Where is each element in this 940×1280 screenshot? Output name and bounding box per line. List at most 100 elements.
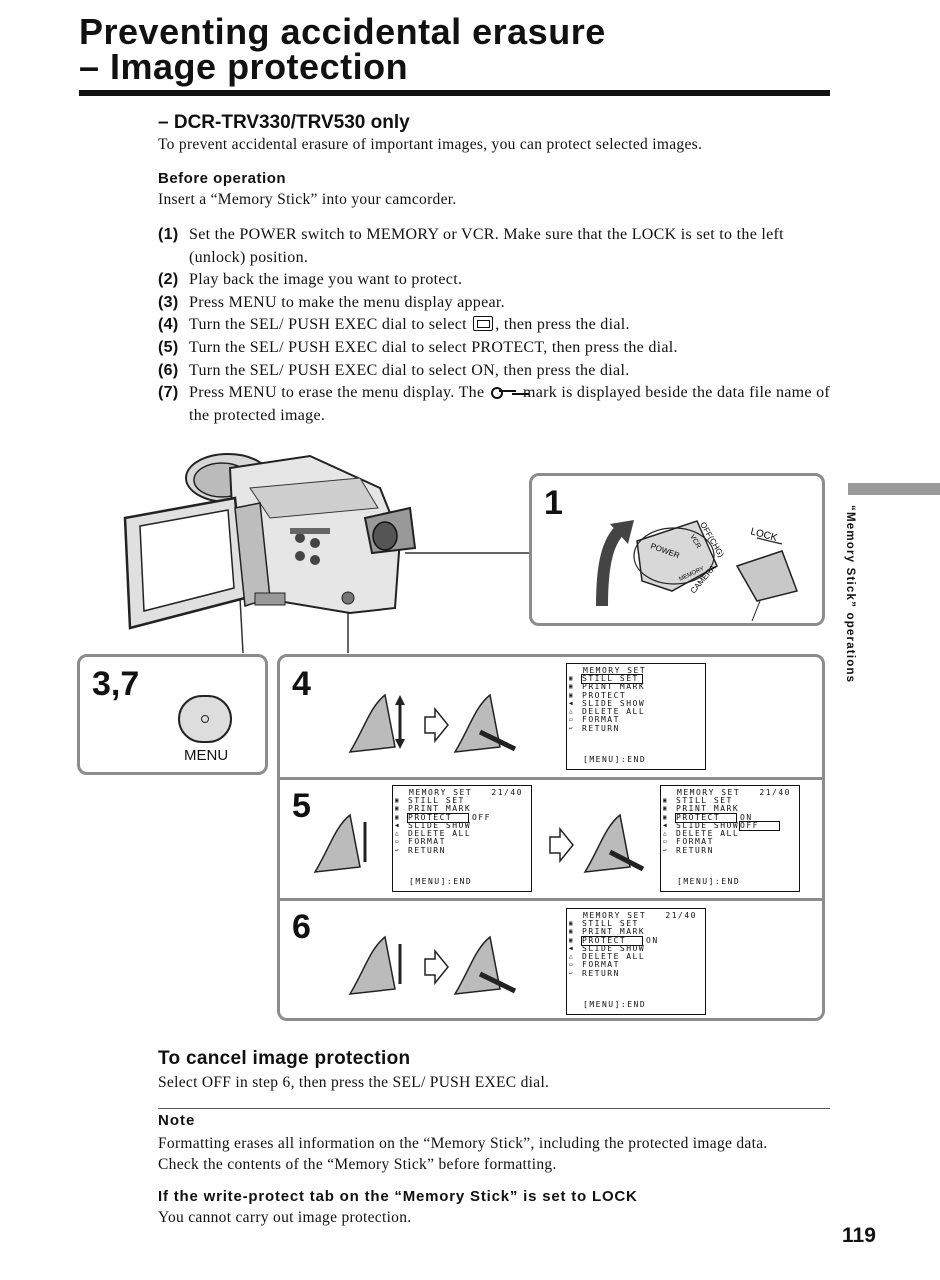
format-icon: ▭ [569, 716, 573, 724]
menu-row: ▣ STILL SET [569, 673, 643, 685]
menu-row: ↩ RETURN [569, 723, 642, 733]
menu-item: PRINT MARK [582, 927, 646, 937]
step-item: (7) Press MENU to erase the menu display… [158, 382, 838, 427]
menu-item: STILL SET [581, 673, 643, 685]
step-item: (4) Turn the SEL/ PUSH EXEC dial to sele… [158, 314, 838, 337]
menu-row: ▣ PRINT MARK [569, 927, 659, 937]
step-number: (2) [158, 271, 179, 289]
print-icon: ▣ [663, 805, 667, 813]
menu-row: ▭FORMAT [663, 838, 779, 847]
protect-key-icon [490, 386, 517, 400]
menu-screen-step-4: MEMORY SET ▣STILL SET ▣PRINT MARK ▣PROTE… [566, 663, 706, 770]
step-text: Press MENU to make the menu display appe… [189, 293, 505, 311]
title-line-2: – Image protection [79, 46, 409, 87]
protect-icon: ▣ [663, 813, 667, 821]
memory-icon: ◀ [569, 699, 573, 707]
still-icon: ▣ [395, 797, 399, 804]
step-6-label: 6 [292, 908, 311, 946]
print-icon: ▣ [569, 683, 573, 691]
lock-label: LOCK [749, 526, 778, 544]
step-4-label: 4 [292, 665, 311, 703]
menu-end: [MENU]:END [583, 754, 647, 764]
step-item: (3) Press MENU to make the menu display … [158, 292, 838, 315]
step-item: (5) Turn the SEL/ PUSH EXEC dial to sele… [158, 337, 838, 360]
menu-end: [MENU]:END [583, 999, 647, 1009]
write-protect-heading: If the write-protect tab on the “Memory … [158, 1188, 638, 1205]
return-icon: ↩ [395, 846, 399, 854]
menu-title: MEMORY SET [583, 666, 647, 675]
menu-item: SLIDE SHOW [582, 698, 646, 708]
step-text-post: , then press the dial. [495, 316, 630, 334]
model-subtitle: – DCR-TRV330/TRV530 only [158, 112, 410, 133]
delete-icon: △ [663, 830, 667, 838]
menu-row: △DELETE ALL [569, 707, 646, 717]
memory-menu-icon [473, 316, 494, 332]
return-icon: ↩ [663, 846, 667, 854]
step-number: (7) [158, 384, 179, 402]
steps-4-6-panel: 4 5 6 MEMORY SET ▣STILL SET ▣PRINT MARK … [277, 654, 825, 1021]
step-text-pre: Turn the SEL/ PUSH EXEC dial to select [189, 316, 467, 334]
dial-turn-press-icon [348, 693, 517, 753]
protect-icon: ▣ [395, 813, 399, 821]
menu-row: ▭ FORMAT [569, 715, 642, 725]
page-title: Preventing accidental erasure – Image pr… [79, 14, 606, 87]
note-heading: Note [158, 1112, 196, 1129]
menu-row: ▭FORMAT [569, 961, 659, 970]
step-item: (6) Turn the SEL/ PUSH EXEC dial to sele… [158, 360, 838, 383]
menu-item: DELETE ALL [582, 707, 646, 717]
dial-turn-icon [313, 813, 367, 873]
menu-count: 21/40 [491, 788, 523, 797]
menu-item: DELETE ALL [582, 952, 646, 962]
menu-row: ◀ SLIDE SHOW [395, 820, 491, 830]
page-number: 119 [842, 1224, 876, 1247]
menu-row: ▣ STILL SET [569, 919, 659, 928]
protect-icon: ▣ [569, 936, 573, 944]
menu-item: PROTECT [581, 935, 643, 946]
menu-item: STILL SET [408, 796, 465, 805]
menu-item: FORMAT [408, 837, 446, 847]
return-icon: ↩ [569, 969, 573, 977]
menu-value: OFF [739, 820, 780, 832]
menu-item: SLIDE SHOW [676, 820, 740, 830]
note-text: Formatting erases all information on the… [158, 1135, 768, 1173]
menu-screen-step-5b: MEMORY SET 21/40 ▣STILL SET ▣PRINT MARK … [660, 785, 800, 892]
cancel-text: Select OFF in step 6, then press the SEL… [158, 1074, 550, 1091]
step-3-7-panel: 3,7 MENU [77, 654, 268, 775]
menu-item: PROTECT [582, 690, 627, 700]
still-icon: ▣ [569, 920, 573, 927]
print-icon: ▣ [569, 928, 573, 936]
step-1-label: 1 [544, 484, 563, 522]
menu-item: SLIDE SHOW [582, 943, 646, 953]
step-item: (1) Set the POWER switch to MEMORY or VC… [158, 224, 838, 269]
menu-screen-step-5a: MEMORY SET 21/40 ▣STILL SET ▣PRINT MARK … [392, 785, 532, 892]
memory-icon: ◀ [395, 821, 399, 829]
still-icon: ▣ [569, 675, 573, 682]
step-text: Set the POWER switch to MEMORY or VCR. M… [189, 226, 784, 266]
panel-divider [280, 777, 822, 780]
menu-row: ↩RETURN [395, 846, 491, 855]
cancel-heading: To cancel image protection [158, 1048, 411, 1069]
step-number: (3) [158, 293, 179, 311]
menu-item: FORMAT [582, 715, 620, 725]
note-divider [158, 1108, 830, 1109]
format-icon: ▭ [569, 961, 573, 969]
step-text-post: mark is displayed beside the data file n… [189, 384, 831, 424]
menu-title: MEMORY SET [409, 788, 473, 797]
protect-icon: ▣ [569, 691, 573, 699]
step-list: (1) Set the POWER switch to MEMORY or VC… [158, 224, 838, 427]
memory-icon: ◀ [569, 944, 573, 952]
menu-item: DELETE ALL [408, 829, 472, 839]
menu-row: ▣STILL SET [663, 796, 779, 805]
menu-item: STILL SET [582, 919, 639, 928]
return-icon: ↩ [569, 724, 573, 732]
menu-item: SLIDE SHOW [408, 820, 472, 830]
menu-item: PROTECT [407, 812, 469, 823]
step-number: (4) [158, 316, 179, 334]
menu-button-label: MENU [184, 747, 229, 764]
delete-icon: △ [395, 830, 399, 838]
menu-item: RETURN [582, 723, 620, 733]
intro-text: To prevent accidental erasure of importa… [158, 136, 703, 153]
panel-divider [280, 898, 822, 901]
